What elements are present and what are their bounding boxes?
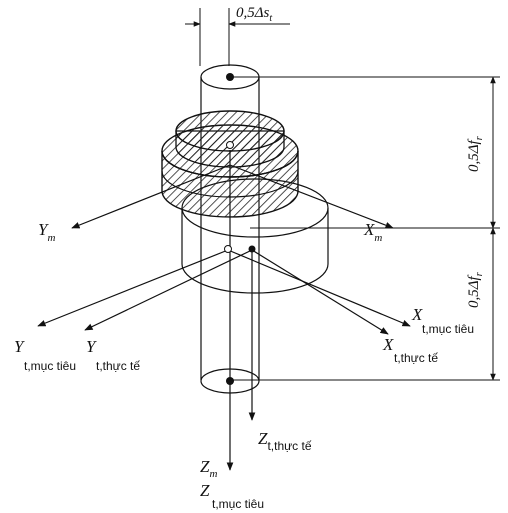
x-target-sub: t,mục tiêu xyxy=(422,322,474,336)
y-target-label: Y xyxy=(14,337,25,356)
z-m-label: Zm xyxy=(200,457,217,480)
y-target-sub: t,mục tiêu xyxy=(24,359,76,373)
x-actual-sub: t,thực tế xyxy=(394,351,438,365)
x-m-label: Xm xyxy=(363,220,382,244)
dimension-delta-s: 0,5Δst xyxy=(185,5,290,66)
tool-axes xyxy=(37,150,411,471)
actual-origin-point xyxy=(248,245,256,253)
delta-f-upper-label: 0,5Δfr xyxy=(466,136,485,172)
z-target-sub: t,mục tiêu xyxy=(212,497,264,511)
z-target-label: Z xyxy=(200,481,210,500)
machine-axes xyxy=(71,164,394,229)
dimension-delta-f xyxy=(230,76,500,381)
delta-s-label: 0,5Δst xyxy=(236,5,272,24)
target-origin-point xyxy=(224,245,232,253)
y-actual-sub: t,thực tế xyxy=(96,359,140,373)
x-target-label: X xyxy=(411,305,423,324)
y-actual-label: Y xyxy=(86,337,97,356)
z-actual-label: Zt,thực tế xyxy=(258,429,312,453)
top-center-point xyxy=(226,73,234,81)
bottom-center-point xyxy=(226,377,234,385)
delta-f-lower-label: 0,5Δfr xyxy=(466,272,485,308)
y-m-label: Ym xyxy=(38,220,55,244)
x-actual-label: X xyxy=(382,335,394,354)
